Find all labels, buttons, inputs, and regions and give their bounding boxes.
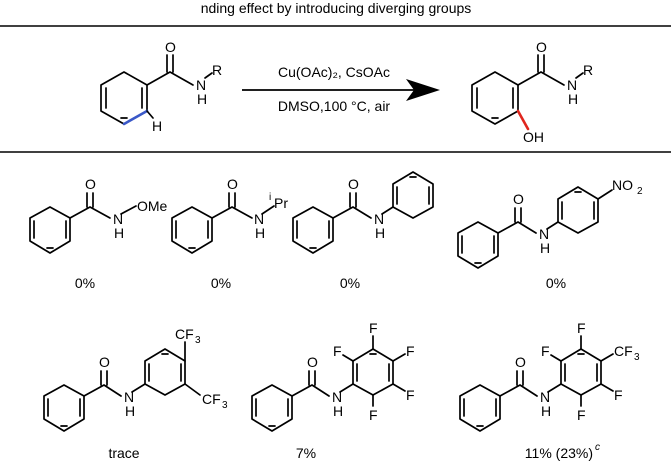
svg-text:CF: CF	[202, 391, 221, 407]
substrate-n-phenyl: O N H	[292, 171, 434, 254]
new-co-bond-highlight	[516, 109, 530, 131]
product: O N H R OH	[471, 39, 593, 145]
substrate-n-tetrafluoro-cf3-phenyl: O N H F F CF 3 F F	[459, 320, 640, 432]
starting-material: O N H R H	[100, 39, 222, 134]
svg-text:H: H	[125, 403, 135, 419]
conditions-reagents: Cu(OAc)₂, CsOAc	[278, 64, 390, 80]
svg-text:O: O	[85, 176, 96, 192]
svg-text:H: H	[255, 225, 265, 241]
yield-n-4-nitrophenyl: 0%	[546, 275, 566, 291]
substrate-n-isopropyl: O N H i Pr	[171, 176, 288, 254]
svg-text:N: N	[539, 226, 549, 242]
svg-text:N: N	[124, 389, 134, 405]
carbonyl-oxygen: O	[165, 39, 176, 55]
yield-n-isopropyl: 0%	[211, 275, 231, 291]
yield-n-methoxy: 0%	[75, 275, 95, 291]
substrate-n-pentafluorophenyl: O N H F F F F F	[251, 320, 415, 432]
yield-n-tetrafluoro-cf3-phenyl: 11% (23%)	[525, 445, 593, 461]
conditions-solvent-temp: DMSO,100 °C, air	[278, 98, 391, 114]
svg-text:H: H	[114, 225, 124, 241]
svg-text:O: O	[307, 354, 318, 370]
svg-text:H: H	[375, 225, 385, 241]
svg-text:Pr: Pr	[274, 195, 288, 211]
svg-text:F: F	[614, 387, 623, 403]
svg-text:F: F	[369, 320, 378, 336]
svg-text:O: O	[348, 176, 359, 192]
svg-text:CF: CF	[175, 326, 194, 342]
svg-text:3: 3	[634, 352, 640, 363]
hydroxyl-label: OH	[523, 129, 544, 145]
product-r-group-label: R	[583, 62, 593, 78]
r-group-label: R	[212, 62, 222, 78]
svg-text:F: F	[333, 343, 342, 359]
svg-text:F: F	[541, 343, 550, 359]
yield-footnote-marker: c	[595, 442, 600, 453]
svg-text:N: N	[374, 211, 384, 227]
svg-text:3: 3	[222, 400, 228, 411]
yield-n-phenyl: 0%	[340, 275, 360, 291]
substrate-n-methoxy: O N H OMe	[29, 176, 168, 254]
svg-text:3: 3	[195, 335, 201, 346]
svg-text:H: H	[333, 403, 343, 419]
caption-fragment: nding effect by introducing diverging gr…	[201, 0, 472, 16]
product-carbonyl-oxygen: O	[536, 39, 547, 55]
svg-text:N: N	[540, 389, 550, 405]
svg-text:O: O	[99, 354, 110, 370]
substrate-n-bis-cf3-phenyl: O N H CF 3 CF 3	[43, 326, 228, 432]
svg-text:O: O	[513, 191, 524, 207]
svg-text:2: 2	[637, 186, 643, 197]
yield-n-bis-cf3-phenyl: trace	[108, 445, 139, 461]
svg-text:OMe: OMe	[137, 198, 168, 214]
svg-text:F: F	[406, 387, 415, 403]
amide-nitrogen: N	[196, 77, 206, 93]
product-amide-hydrogen: H	[568, 91, 578, 107]
svg-text:F: F	[369, 407, 378, 423]
yield-n-pentafluorophenyl: 7%	[296, 445, 316, 461]
ortho-ch-bond-highlight	[122, 109, 149, 126]
svg-text:O: O	[227, 176, 238, 192]
svg-text:H: H	[540, 240, 550, 256]
svg-text:NO: NO	[612, 177, 633, 193]
svg-text:N: N	[113, 211, 123, 227]
product-amide-nitrogen: N	[567, 77, 577, 93]
svg-text:F: F	[577, 320, 586, 336]
svg-text:N: N	[332, 389, 342, 405]
svg-text:CF: CF	[614, 343, 633, 359]
svg-text:H: H	[541, 403, 551, 419]
svg-text:N: N	[254, 211, 264, 227]
ortho-hydrogen-label: H	[152, 118, 162, 134]
svg-text:F: F	[406, 343, 415, 359]
substrate-n-4-nitrophenyl: O N H NO 2	[457, 177, 643, 269]
svg-text:i: i	[269, 192, 271, 203]
svg-text:F: F	[577, 407, 586, 423]
reaction-arrow	[242, 79, 440, 101]
svg-text:O: O	[515, 354, 526, 370]
amide-hydrogen: H	[197, 91, 207, 107]
